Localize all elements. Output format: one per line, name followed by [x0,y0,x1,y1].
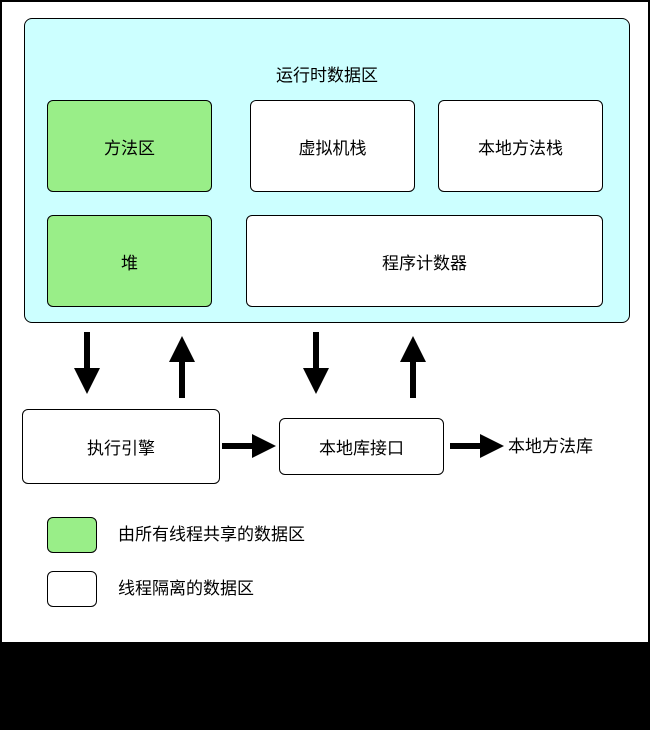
runtime-data-area-title: 运行时数据区 [276,66,378,86]
legend-isolated-swatch [47,571,97,607]
heap-box: 堆 [47,215,212,307]
arrow-right-engine-to-interface-icon [222,434,276,458]
diagram-canvas: 运行时数据区 方法区 虚拟机栈 本地方法栈 堆 程序计数器 执行引擎 本地库接口… [2,2,648,642]
arrow-up-from-engine-icon [169,336,195,398]
native-method-stack-box: 本地方法栈 [438,100,603,192]
arrow-up-from-interface-icon [400,336,426,398]
native-library-label: 本地方法库 [508,437,593,457]
program-counter-box: 程序计数器 [246,215,603,307]
legend-isolated-label: 线程隔离的数据区 [118,579,254,599]
native-interface-box: 本地库接口 [279,418,444,475]
arrow-down-to-engine-icon [74,332,100,394]
execution-engine-box: 执行引擎 [22,409,220,484]
vm-stack-box: 虚拟机栈 [250,100,415,192]
method-area-box: 方法区 [47,100,212,192]
arrow-right-interface-to-library-icon [450,434,504,458]
legend-shared-label: 由所有线程共享的数据区 [118,525,305,545]
arrow-down-to-interface-icon [303,332,329,394]
legend-shared-swatch [47,517,97,553]
